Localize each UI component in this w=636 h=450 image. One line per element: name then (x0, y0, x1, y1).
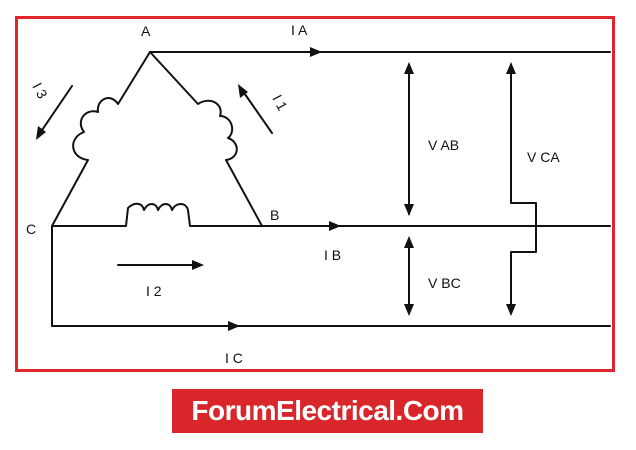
diagram-frame (15, 16, 615, 372)
i3-label: I 3 (29, 80, 51, 101)
vbc-label: V BC (428, 275, 461, 291)
node-c-label: C (26, 221, 36, 237)
node-a-label: A (141, 23, 151, 39)
i1-direction-arrow (239, 86, 273, 134)
vab-arrowhead-bottom (404, 204, 414, 216)
vca-label: V CA (527, 149, 560, 165)
vca-arrow (510, 65, 537, 314)
ib-arrowhead (329, 221, 341, 231)
vca-arrowhead-bottom (506, 304, 516, 316)
ic-label: I C (225, 350, 243, 366)
winding-3 (51, 51, 151, 227)
ib-label: I B (324, 247, 341, 263)
i1-arrowhead (238, 84, 248, 98)
ic-arrowhead (228, 321, 240, 331)
i3-direction-arrow (37, 85, 73, 137)
vbc-arrowhead-bottom (404, 304, 414, 316)
vab-arrowhead-top (404, 62, 414, 74)
i2-arrowhead (192, 260, 204, 270)
ia-label: I A (291, 22, 308, 38)
winding-1 (149, 51, 263, 227)
vab-label: V AB (428, 137, 459, 153)
i3-arrowhead (36, 126, 46, 140)
vca-arrowhead-top (506, 62, 516, 74)
i1-label: I 1 (269, 92, 291, 113)
node-b-label: B (270, 207, 279, 223)
brand-banner: ForumElectrical.Com (172, 389, 483, 433)
vbc-arrowhead-top (404, 236, 414, 248)
winding-2 (51, 202, 263, 227)
i2-label: I 2 (146, 283, 162, 299)
ia-arrowhead (310, 47, 322, 57)
